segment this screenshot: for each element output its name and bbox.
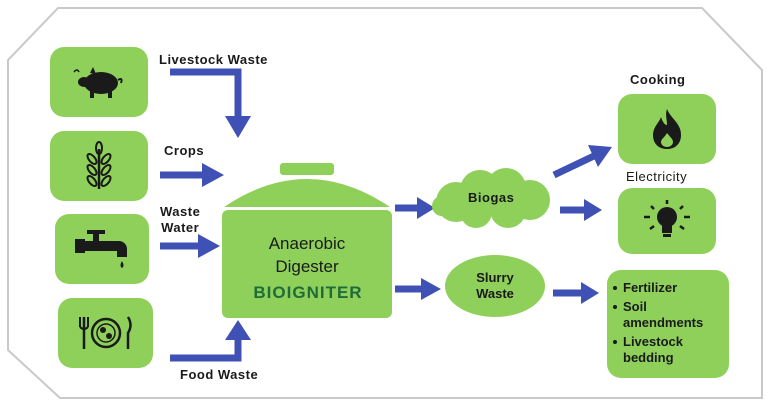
arrow-to-electricity — [560, 199, 602, 221]
use-fertilizer: Fertilizer — [613, 280, 725, 296]
arrow-to-uses — [553, 282, 599, 304]
flame-icon — [653, 109, 681, 149]
arrow-waste-water — [160, 234, 220, 258]
crops-label: Crops — [164, 143, 205, 158]
digester-line2: Digester — [275, 257, 339, 276]
digester-line1: Anaerobic — [268, 234, 346, 253]
livestock-box — [50, 47, 148, 117]
arrow-to-cooking — [552, 145, 612, 179]
bioigniter-logo: BIOIGNITER — [253, 283, 363, 302]
electricity-box — [618, 188, 716, 254]
crops-box — [50, 131, 148, 201]
slurry-uses-list: Fertilizer Soil amendments Livestock bed… — [613, 280, 725, 366]
plate-icon — [78, 316, 132, 349]
food-waste-label: Food Waste — [180, 367, 259, 382]
pig-icon — [73, 67, 123, 98]
biogas-label: Biogas — [468, 190, 515, 205]
arrow-to-slurry — [395, 278, 441, 300]
use-livestock-bedding: Livestock bedding — [613, 334, 725, 366]
faucet-icon — [75, 230, 127, 268]
use-soil-amendments: Soil amendments — [613, 299, 725, 331]
waste-water-line1: Waste — [160, 204, 201, 219]
biogas-cloud — [432, 168, 550, 228]
arrow-to-biogas — [395, 197, 435, 219]
digester-title: Anaerobic Digester — [222, 232, 392, 278]
slurry-waste-node: Slurry Waste — [445, 255, 545, 317]
lightbulb-icon — [644, 200, 690, 237]
digester-tank — [222, 163, 392, 318]
waste-water-box — [55, 214, 149, 284]
food-waste-box — [58, 298, 153, 368]
cooking-box — [618, 94, 716, 164]
arrow-food-waste — [170, 320, 251, 362]
arrow-livestock — [170, 68, 251, 138]
slurry-uses-box: Fertilizer Soil amendments Livestock bed… — [607, 270, 729, 378]
slurry-line1: Slurry — [476, 270, 514, 285]
cooking-label: Cooking — [630, 72, 686, 87]
waste-water-line2: Water — [161, 220, 200, 235]
arrow-crops — [160, 163, 224, 187]
waste-water-label: Waste Water — [160, 204, 200, 236]
wheat-icon — [86, 141, 112, 189]
slurry-line2: Waste — [476, 286, 514, 301]
electricity-label: Electricity — [626, 169, 688, 184]
livestock-waste-label: Livestock Waste — [159, 52, 268, 67]
